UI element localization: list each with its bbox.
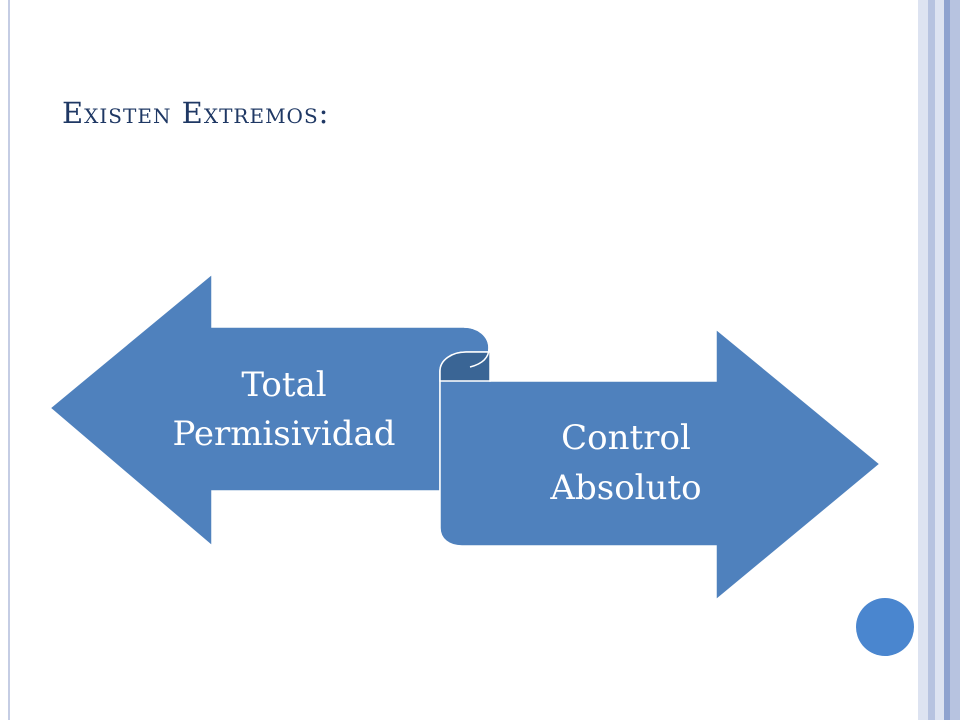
right-band-1 [918, 0, 928, 720]
ribbon-curl [463, 326, 490, 368]
accent-circle [856, 598, 914, 656]
left-arrow-shape [48, 272, 490, 548]
left-shape-label-line2: Permisividad [172, 414, 395, 454]
slide-title: Existen Extremos: [62, 96, 330, 130]
right-band-3 [935, 0, 944, 720]
ribbon-fold [439, 351, 491, 382]
right-shape-label-line1: Control [561, 418, 691, 458]
right-band-5 [950, 0, 960, 720]
right-band-2 [928, 0, 935, 720]
right-arrow-shape [439, 327, 882, 602]
left-shape-label-line1: Total [241, 365, 326, 405]
right-band-4 [944, 0, 950, 720]
left-border-rule [8, 0, 10, 720]
right-shape-label-line2: Absoluto [549, 468, 701, 508]
